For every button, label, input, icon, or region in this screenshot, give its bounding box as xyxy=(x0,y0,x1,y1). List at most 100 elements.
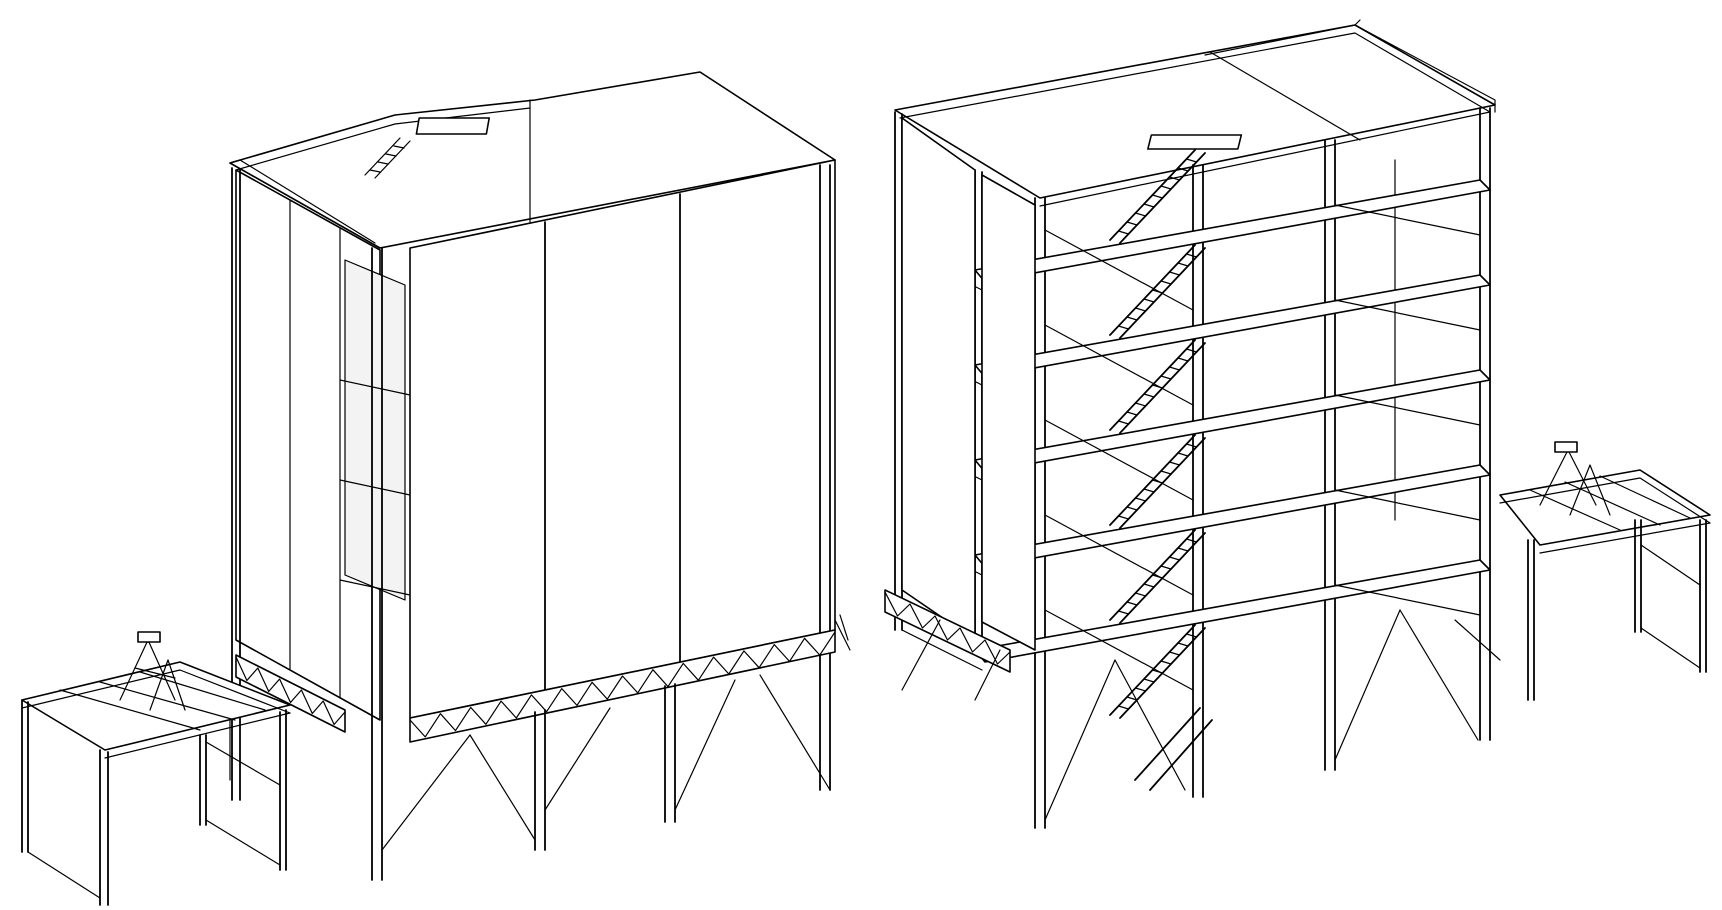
right-ground-stair xyxy=(1134,707,1213,791)
stair-tread xyxy=(1151,669,1164,674)
floor-back-beam xyxy=(1334,584,1481,616)
stair-tread xyxy=(1143,678,1155,683)
stair-tread xyxy=(1117,515,1130,520)
stair-tread xyxy=(1151,194,1164,199)
left-roof xyxy=(229,71,836,249)
enclosed-building xyxy=(229,71,851,881)
floor-back-beam xyxy=(1334,204,1481,236)
floor-back-beam xyxy=(1334,394,1481,426)
stair-tread xyxy=(1143,583,1155,588)
stair-tread xyxy=(1185,348,1198,353)
left-support-legs xyxy=(229,674,831,851)
stair-tread xyxy=(1117,610,1130,615)
stair-tread xyxy=(1185,253,1198,258)
stair-tread xyxy=(1185,538,1198,543)
stair-tread xyxy=(1151,384,1164,389)
stair-tread xyxy=(1185,158,1198,163)
floor-slab xyxy=(974,559,1491,663)
floor-slab xyxy=(974,369,1491,473)
stair-tower-brace xyxy=(1044,324,1194,406)
stair-tread xyxy=(1143,393,1155,398)
stair-tread xyxy=(1151,289,1164,294)
left-bottom-truss xyxy=(409,629,836,743)
left-side-floor-line-1 xyxy=(339,379,411,396)
left-front-wall xyxy=(409,159,836,719)
floor-edge-beam xyxy=(901,629,983,671)
stair-tread xyxy=(1134,212,1147,217)
floor-back-beam xyxy=(1334,489,1481,521)
stair-tread xyxy=(1143,298,1155,303)
right-roof xyxy=(894,24,1496,199)
stair-tread xyxy=(1185,443,1198,448)
stair-tread xyxy=(1151,574,1164,579)
stair-tread xyxy=(1168,556,1181,561)
stair-tread xyxy=(1126,506,1138,511)
stair-tread xyxy=(1177,357,1189,362)
stair-tread xyxy=(1117,230,1130,235)
stair-tread xyxy=(1168,366,1181,371)
stair-tread xyxy=(1134,497,1147,502)
stair-tread xyxy=(1143,488,1155,493)
stair-tread xyxy=(1117,420,1130,425)
right-side-wall xyxy=(901,117,976,641)
left-side-opening xyxy=(344,259,406,601)
stair-tread xyxy=(1134,592,1147,597)
left-roof-edge-beam xyxy=(235,107,531,171)
right-roof-hatch xyxy=(1147,134,1243,150)
stair-tower-brace xyxy=(1044,514,1194,596)
stair-tower-brace xyxy=(1044,229,1194,311)
stair-tread xyxy=(1168,271,1181,276)
stair-tread xyxy=(1160,565,1172,570)
right-ground-bracing xyxy=(901,609,1479,821)
left-side-floor-line-2 xyxy=(339,479,411,496)
stair-tread xyxy=(1168,176,1181,181)
stair-tread xyxy=(1134,687,1147,692)
stair-tread xyxy=(1151,479,1164,484)
stair-tread xyxy=(1177,452,1189,457)
stair-tread xyxy=(1160,470,1172,475)
left-roof-stair xyxy=(364,137,411,179)
left-side-bracket xyxy=(834,614,851,651)
stair-tower-brace xyxy=(1044,609,1194,691)
left-roof-parapet xyxy=(229,159,376,244)
floor-back-beam xyxy=(1334,299,1481,331)
left-side-floor-line-3 xyxy=(339,579,411,596)
stair-tread xyxy=(1177,547,1189,552)
left-roof-hatch xyxy=(415,117,491,135)
right-pipe-rack xyxy=(1454,441,1711,701)
stair-tread xyxy=(1134,402,1147,407)
stair-tread xyxy=(1160,375,1172,380)
stair-tread xyxy=(1126,411,1138,416)
stair-tread xyxy=(1177,642,1189,647)
stair-tread xyxy=(1126,601,1138,606)
floor-slab xyxy=(974,274,1491,378)
stair-tread xyxy=(1143,203,1155,208)
stair-tread xyxy=(1168,461,1181,466)
stair-tread xyxy=(1177,167,1189,172)
stair-tread xyxy=(1117,705,1130,710)
stair-tread xyxy=(1160,280,1172,285)
stair-tread xyxy=(1177,262,1189,267)
stair-tread xyxy=(1117,325,1130,330)
stair-tread xyxy=(1126,696,1138,701)
right-rack-deck xyxy=(1499,469,1711,546)
stair-tread xyxy=(1126,221,1138,226)
right-floor-slabs xyxy=(901,179,1491,671)
open-frame-building xyxy=(884,19,1496,829)
right-side-wall-2 xyxy=(981,174,1036,651)
stair-tread xyxy=(1168,651,1181,656)
right-stair-tower xyxy=(1044,149,1206,719)
stair-tread xyxy=(1126,316,1138,321)
stair-tread xyxy=(1185,633,1198,638)
stair-tread xyxy=(1134,307,1147,312)
left-pipe-rack xyxy=(21,631,291,906)
left-side-truss xyxy=(235,654,346,733)
stair-tower-brace xyxy=(1044,419,1194,501)
stair-tread xyxy=(1160,185,1172,190)
stair-tread xyxy=(1160,660,1172,665)
left-side-wall xyxy=(235,169,381,721)
floor-slab xyxy=(974,464,1491,568)
right-side-truss xyxy=(884,589,1011,673)
